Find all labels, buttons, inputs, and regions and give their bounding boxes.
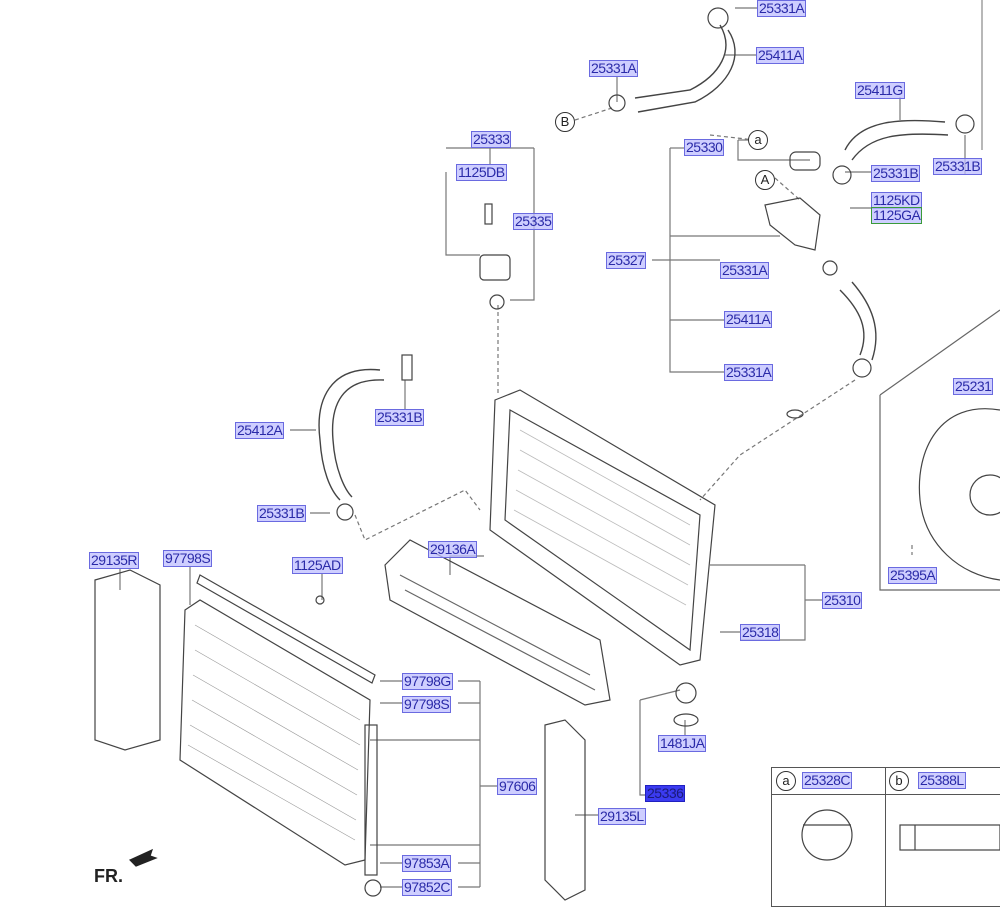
legend-part-25388l[interactable]: 25388L (918, 772, 966, 789)
legend-table: a 25328C b 25388L (771, 767, 1000, 907)
part-label-25411a-top[interactable]: 25411A (756, 47, 805, 64)
part-label-25318[interactable]: 25318 (740, 624, 781, 641)
part-label-25331a-3[interactable]: 25331A (724, 364, 774, 381)
legend-marker-b: b (889, 771, 909, 791)
part-label-25411g[interactable]: 25411G (855, 82, 905, 99)
part-label-25331b-hose[interactable]: 25331B (257, 505, 307, 522)
part-label-25331a-2[interactable]: 25331A (720, 262, 770, 279)
part-label-97798s-top[interactable]: 97798S (163, 550, 213, 567)
part-label-97798s[interactable]: 97798S (402, 696, 452, 713)
part-label-25331b-right[interactable]: 25331B (933, 158, 983, 175)
part-label-25395a[interactable]: 25395A (888, 567, 938, 584)
part-label-25310[interactable]: 25310 (822, 592, 863, 609)
part-label-97853a[interactable]: 97853A (402, 855, 452, 872)
front-direction-label: FR. (94, 866, 123, 886)
legend-part-25328c[interactable]: 25328C (802, 772, 853, 789)
legend-header (772, 768, 1000, 795)
part-label-29135r[interactable]: 29135R (89, 552, 140, 569)
legend-divider (885, 768, 886, 906)
part-label-25331a-left[interactable]: 25331A (589, 60, 639, 77)
part-label-97798g[interactable]: 97798G (402, 673, 453, 690)
legend-marker-a: a (776, 771, 796, 791)
part-label-29136a[interactable]: 29136A (428, 541, 478, 558)
marker-a-uppercase: A (755, 170, 775, 190)
part-label-97852c[interactable]: 97852C (402, 879, 453, 896)
part-label-1481ja[interactable]: 1481JA (658, 735, 707, 752)
part-label-25335[interactable]: 25335 (513, 213, 554, 230)
part-label-1125ga[interactable]: 1125GA (871, 207, 923, 224)
part-label-25331a-top[interactable]: 25331A (757, 0, 807, 17)
part-label-1125ad[interactable]: 1125AD (292, 557, 343, 574)
part-label-25327[interactable]: 25327 (606, 252, 647, 269)
part-label-97606[interactable]: 97606 (497, 778, 538, 795)
part-label-25333[interactable]: 25333 (471, 131, 512, 148)
part-label-25231[interactable]: 25231 (953, 378, 994, 395)
marker-b-uppercase: B (555, 112, 575, 132)
part-label-25412a[interactable]: 25412A (235, 422, 285, 439)
part-label-25331b-clip[interactable]: 25331B (375, 409, 425, 426)
part-label-25331b-mid[interactable]: 25331B (871, 165, 921, 182)
part-label-29135l[interactable]: 29135L (598, 808, 646, 825)
part-label-25330[interactable]: 25330 (684, 139, 725, 156)
marker-a-lowercase: a (748, 130, 768, 150)
part-label-25336-selected[interactable]: 25336 (645, 785, 686, 802)
part-label-1125db[interactable]: 1125DB (456, 164, 507, 181)
part-label-25411a-2[interactable]: 25411A (724, 311, 773, 328)
